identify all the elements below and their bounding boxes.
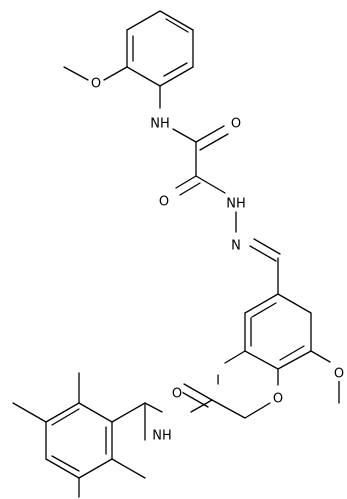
bond-lines <box>12 10 340 498</box>
atom-label-nh-amide-top: NH <box>150 117 170 132</box>
atom-label-n-imine: N <box>231 239 241 254</box>
atom-label-bg <box>226 195 246 211</box>
atom-label-bg <box>150 115 170 131</box>
atom-label-o-methoxy-right: O <box>334 367 344 382</box>
atom-label-o-ether: O <box>273 392 283 407</box>
atom-label-o-carbonyl-2: O <box>159 195 169 210</box>
atom-label-bg <box>212 372 224 388</box>
atom-label-nh-amide-bottom: NH <box>152 429 172 444</box>
atom-label-bg <box>158 193 170 209</box>
atom-label-bg <box>333 365 345 381</box>
atom-labels: O NH O O NH N I O O O NH <box>90 75 345 444</box>
atom-label-iodine: I <box>216 374 220 389</box>
atom-label-bg <box>272 390 284 406</box>
atom-label-bg <box>152 427 172 443</box>
atom-label-bg <box>230 115 242 131</box>
atom-label-o-carbonyl-1: O <box>231 117 241 132</box>
atom-label-o-carbonyl-3: O <box>172 387 182 402</box>
atom-label-bg <box>171 385 183 401</box>
atom-label-bg <box>90 75 102 91</box>
atom-label-o-methoxy-top: O <box>91 77 101 92</box>
atom-label-bg <box>230 237 242 253</box>
atom-label-nh-hydrazide: NH <box>226 197 246 212</box>
